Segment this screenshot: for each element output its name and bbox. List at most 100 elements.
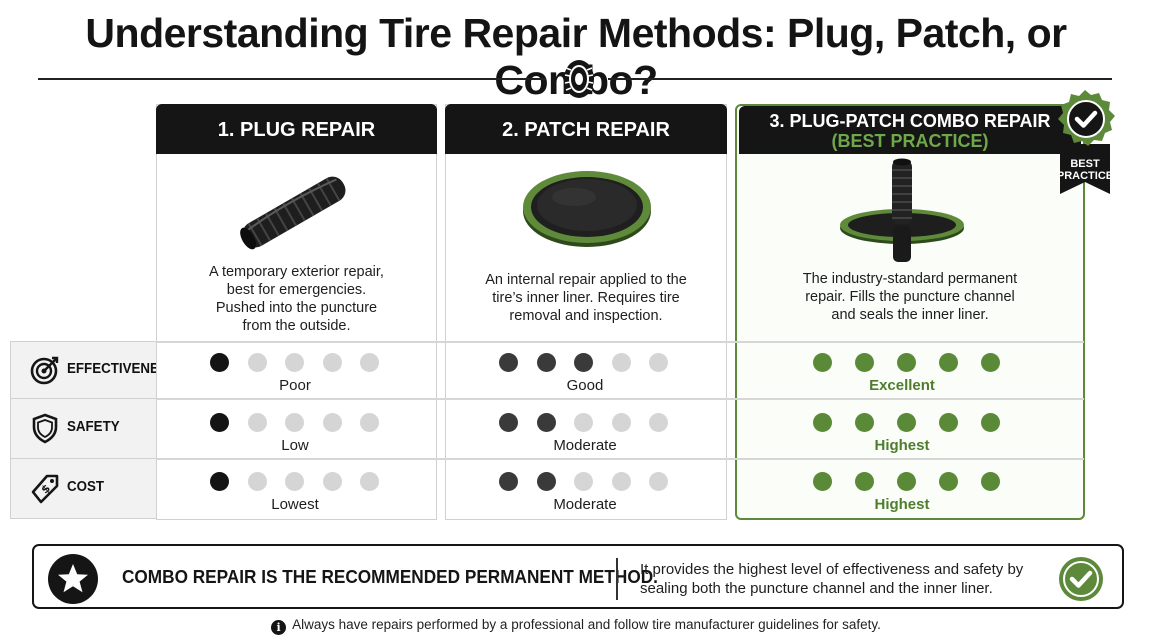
- rating-dot-filled: [855, 413, 874, 432]
- footer-note-text: Always have repairs performed by a profe…: [292, 617, 881, 632]
- column-heading: 2. PATCH REPAIR: [445, 104, 727, 154]
- description-line: The industry-standard permanent: [802, 271, 1018, 287]
- rating-dot-filled: [536, 472, 556, 491]
- rating-dot-filled: [897, 413, 916, 432]
- rating-label: Excellent: [869, 377, 935, 394]
- rating-dot-filled: [210, 353, 229, 372]
- rating-dot-empty: [247, 472, 267, 491]
- patch-repair-column: 2. PATCH REPAIR An internal repair appli…: [445, 104, 727, 520]
- rating-dot-empty: [649, 353, 668, 372]
- description-line: repair. Fills the puncture channel: [805, 289, 1015, 305]
- badge-label-line: PRACTICE: [1056, 170, 1114, 182]
- rating-dot-empty: [360, 413, 379, 432]
- rating-dot-empty: [360, 472, 379, 491]
- rating-dot-empty: [360, 353, 379, 372]
- row-label-text: EFFECTIVENESS: [67, 361, 177, 377]
- rating-dot-empty: [649, 413, 668, 432]
- column-description: The industry-standard permanent repair. …: [737, 270, 1083, 324]
- rating-dot-filled: [855, 353, 874, 372]
- rating-dot-empty: [285, 353, 304, 372]
- column-description: A temporary exterior repair, best for em…: [157, 263, 436, 335]
- tire-patch-illustration: [523, 171, 651, 247]
- rating-dot-filled: [897, 353, 916, 372]
- check-icon: [1059, 557, 1103, 601]
- rating-dot-empty: [322, 353, 342, 372]
- rating-dot-empty: [611, 472, 631, 491]
- plug-patch-combo-illustration: [840, 158, 964, 262]
- rating-dot-empty: [611, 413, 631, 432]
- banner-detail-line: It provides the highest level of effecti…: [640, 561, 1024, 578]
- title-divider-right: [608, 78, 1112, 80]
- rating-dot-empty: [611, 353, 631, 372]
- price-tag-icon: $: [31, 474, 59, 504]
- rating-label: Good: [566, 377, 604, 394]
- row-label-text: SAFETY: [67, 419, 120, 435]
- description-line: from the outside.: [242, 318, 351, 334]
- rating-dot-empty: [247, 413, 267, 432]
- row-label-effectiveness: EFFECTIVENESS: [10, 341, 177, 399]
- rating-dot-empty: [574, 413, 593, 432]
- rating-dot-filled: [536, 353, 556, 372]
- row-divider: [156, 458, 1084, 460]
- rating-dot-filled: [939, 413, 958, 432]
- column-heading: 1. PLUG REPAIR: [156, 104, 437, 154]
- description-line: and seals the inner liner.: [831, 307, 989, 323]
- rating-label: Lowest: [271, 496, 319, 513]
- description-line: Pushed into the puncture: [215, 300, 378, 316]
- rating-dot-filled: [939, 472, 958, 491]
- rating-dot-empty: [322, 413, 342, 432]
- rating-dot-empty: [649, 472, 668, 491]
- rating-dot-filled: [855, 472, 874, 491]
- recommendation-banner: COMBO REPAIR IS THE RECOMMENDED PERMANEN…: [32, 544, 1124, 609]
- combo-repair-column: 3. PLUG-PATCH COMBO REPAIR (BEST PRACTIC…: [735, 104, 1085, 520]
- info-icon: i: [271, 620, 287, 635]
- check-badge-icon: [1058, 90, 1115, 194]
- description-line: A temporary exterior repair,: [209, 264, 384, 280]
- badge-label: BEST PRACTICE: [1052, 158, 1118, 182]
- column-heading: 3. PLUG-PATCH COMBO REPAIR (BEST PRACTIC…: [739, 106, 1081, 154]
- rating-dot-filled: [536, 413, 556, 432]
- rating-label: Moderate: [553, 437, 617, 454]
- banner-headline: COMBO REPAIR IS THE RECOMMENDED PERMANEN…: [122, 566, 658, 587]
- rating-dot-filled: [210, 413, 229, 432]
- rating-label: Moderate: [553, 496, 617, 513]
- description-line: tire’s inner liner. Requires tire: [492, 290, 680, 306]
- row-label-cost: $ COST: [10, 458, 157, 519]
- rating-dot-filled: [939, 353, 958, 372]
- rating-dot-empty: [285, 413, 304, 432]
- tire-plug-illustration: [240, 176, 346, 250]
- tire-icon: [564, 60, 594, 98]
- rating-dot-filled: [499, 472, 518, 491]
- footer-note: i Always have repairs performed by a prof…: [0, 617, 1152, 635]
- rating-dot-filled: [574, 353, 593, 372]
- rating-dot-empty: [322, 472, 342, 491]
- rating-dot-filled: [499, 353, 518, 372]
- banner-divider: [616, 558, 618, 600]
- row-divider: [156, 398, 1084, 400]
- rating-dot-filled: [210, 472, 229, 491]
- title-divider-left: [38, 78, 546, 80]
- rating-dot-filled: [813, 472, 832, 491]
- plug-repair-column: 1. PLUG REPAIR A temporary exterior repa…: [156, 104, 437, 520]
- description-line: removal and inspection.: [509, 308, 663, 324]
- rating-label: Poor: [279, 377, 311, 394]
- column-heading-title: 3. PLUG-PATCH COMBO REPAIR: [769, 111, 1051, 131]
- badge-label-line: BEST: [1070, 158, 1100, 170]
- rating-dot-filled: [813, 353, 832, 372]
- rating-dot-filled: [981, 413, 1000, 432]
- banner-detail: It provides the highest level of effecti…: [640, 560, 1023, 598]
- star-icon: [48, 554, 98, 604]
- rating-label: Low: [281, 437, 309, 454]
- description-line: An internal repair applied to the: [485, 272, 687, 288]
- rating-dot-filled: [981, 353, 1000, 372]
- row-divider: [156, 341, 1084, 343]
- rating-dot-empty: [285, 472, 304, 491]
- row-label-safety: SAFETY: [10, 398, 157, 459]
- rating-dot-filled: [813, 413, 832, 432]
- rating-dot-empty: [574, 472, 593, 491]
- shield-icon: [32, 413, 58, 444]
- svg-text:$: $: [38, 482, 52, 497]
- rating-dot-filled: [897, 472, 916, 491]
- rating-dot-filled: [981, 472, 1000, 491]
- column-heading-subtitle: (BEST PRACTICE): [831, 131, 989, 151]
